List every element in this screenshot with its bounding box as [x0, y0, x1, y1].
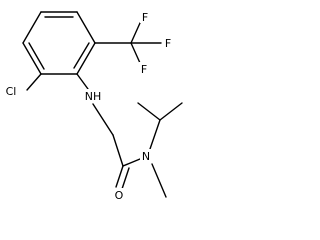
ring-bond: [76, 42, 96, 75]
ring-to-cl-bond: [26, 73, 42, 91]
atom-n-amide: N: [140, 149, 153, 163]
atom-label-cl: Cl: [6, 85, 17, 98]
cf3-to-f-top-bond: [130, 22, 141, 44]
atom-label-o: O: [115, 189, 124, 202]
carbonyl-double-bond: [121, 167, 130, 190]
ring-bond: [22, 11, 42, 44]
ch2-to-carbonyl-bond: [112, 134, 124, 167]
n-to-methyl-bond: [151, 163, 167, 198]
ring-inner-double-bond: [28, 42, 45, 70]
atom-f-bottom: F: [139, 62, 149, 76]
ring-bond: [76, 11, 96, 44]
atom-f-right: F: [162, 36, 174, 50]
cf3-to-f-bottom-bond: [130, 42, 141, 64]
atom-label-n-amide: N: [142, 150, 150, 163]
atom-label-nh: NH: [85, 90, 102, 103]
ring-bond: [22, 42, 42, 75]
atom-label-f-bottom: F: [141, 63, 147, 76]
atom-label-f-right: F: [165, 37, 171, 50]
molecule-structure-diagram: F F F Cl NH O N: [3, 10, 183, 202]
n-to-isopropyl-bond: [149, 119, 161, 150]
carbonyl-to-n-bond: [122, 158, 141, 167]
atom-o: O: [113, 188, 125, 202]
nh-to-ch2-bond: [92, 103, 114, 136]
atom-label-f-top: F: [142, 11, 148, 24]
atom-cl: Cl: [3, 84, 20, 98]
ring-to-nh-bond: [76, 73, 89, 90]
atom-f-top: F: [140, 10, 150, 24]
carbonyl-double-bond: [115, 165, 124, 188]
isopropyl-left-methyl-bond: [137, 102, 161, 121]
isopropyl-right-methyl-bond: [159, 102, 183, 121]
benzene-ring: [22, 11, 96, 75]
ring-inner-double-bond: [73, 42, 90, 69]
atom-nh: NH: [84, 89, 103, 103]
